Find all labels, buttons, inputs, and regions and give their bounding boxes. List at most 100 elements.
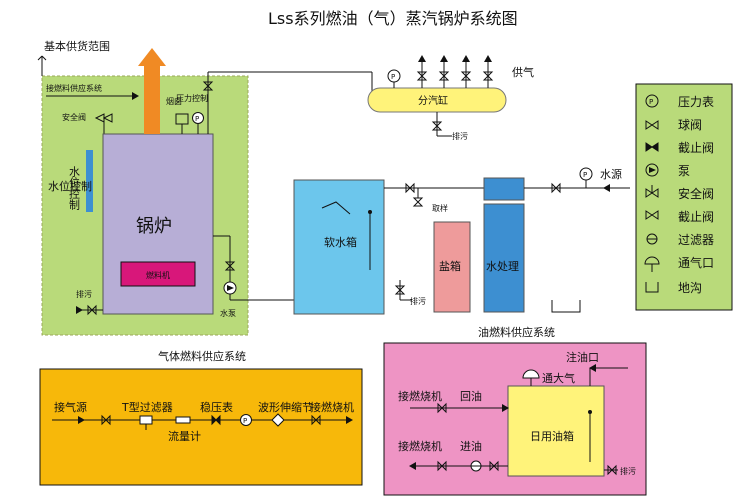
svg-text:P: P bbox=[583, 171, 587, 179]
gas-system-box bbox=[39, 368, 363, 486]
boiler-drain-label: 排污 bbox=[76, 289, 92, 299]
soft-tank-drain-label: 排污 bbox=[410, 296, 426, 306]
svg-text:压力表: 压力表 bbox=[678, 95, 714, 109]
header-drain-label: 排污 bbox=[452, 131, 468, 141]
trench-icon bbox=[645, 282, 659, 293]
svg-text:球阀: 球阀 bbox=[678, 118, 702, 132]
chimney-label: 烟囱 bbox=[166, 96, 182, 106]
oil-vent-icon bbox=[522, 369, 540, 386]
legend-item: P 压力表 bbox=[645, 94, 714, 109]
diagram-title: Lss系列燃油（气）蒸汽锅炉系统图 bbox=[268, 9, 518, 28]
legend-item: 泵 bbox=[645, 163, 690, 178]
pressure-control-label: 压力控制 bbox=[176, 93, 208, 103]
water-level-gauge bbox=[86, 150, 93, 212]
fill-port-label: 注油口 bbox=[566, 350, 599, 364]
water-treatment-unit bbox=[483, 203, 525, 313]
legend: P 压力表 球阀 截止阀 泵 安全阀 截止阀 过滤器 bbox=[635, 83, 733, 311]
source-pressure-gauge-icon: P bbox=[579, 167, 593, 188]
legend-item: 球阀 bbox=[645, 118, 702, 132]
legend-item: 截止阀 bbox=[645, 141, 714, 155]
gas-pressure-gauge-icon: P bbox=[240, 414, 252, 426]
treatment-head bbox=[483, 177, 525, 201]
steam-header-group: 分汽缸 P 供气 排污 bbox=[367, 55, 534, 141]
gas-pressure-label: 稳压表 bbox=[200, 400, 233, 414]
day-tank-label: 日用油箱 bbox=[530, 429, 574, 443]
svg-text:截止阀: 截止阀 bbox=[678, 141, 714, 155]
svg-text:安全阀: 安全阀 bbox=[678, 186, 714, 201]
header-pressure-gauge-icon: P bbox=[387, 69, 401, 88]
legend-item: 安全阀 bbox=[645, 185, 714, 201]
legend-item: 截止阀 bbox=[645, 210, 714, 224]
stop-valve-icon bbox=[645, 142, 659, 152]
svg-text:P: P bbox=[243, 417, 247, 425]
steam-outlet-valves bbox=[416, 55, 494, 88]
safety-valve-label: 安全阀 bbox=[62, 112, 86, 122]
svg-text:通气口: 通气口 bbox=[678, 255, 714, 270]
treatment-trench-icon bbox=[551, 300, 581, 313]
return-oil-label: 回油 bbox=[460, 389, 482, 403]
gas-source-label: 接气源 bbox=[54, 400, 87, 414]
gas-ball-valve-icon bbox=[101, 414, 111, 426]
pressure-gauge-icon bbox=[645, 94, 659, 108]
gas-to-burner-label: 接燃烧机 bbox=[310, 400, 354, 414]
legend-item: 地沟 bbox=[645, 281, 702, 295]
salt-tank-label: 盐箱 bbox=[439, 259, 461, 273]
flowmeter-icon bbox=[175, 416, 191, 424]
supply-oil-label: 进油 bbox=[460, 439, 482, 453]
svg-text:截止阀: 截止阀 bbox=[678, 210, 714, 224]
svg-text:过滤器: 过滤器 bbox=[678, 233, 714, 247]
gas-stop-valve-icon bbox=[211, 414, 221, 426]
svg-text:地沟: 地沟 bbox=[678, 281, 702, 295]
safety-valve-icon bbox=[645, 185, 659, 198]
chimney-arrow-icon bbox=[138, 48, 166, 66]
svg-text:P: P bbox=[391, 73, 395, 81]
oil-filter-icon bbox=[470, 460, 482, 472]
burner-body bbox=[120, 261, 196, 287]
sampling-label: 取样 bbox=[432, 203, 448, 213]
water-level-label: 水位控制 bbox=[68, 166, 81, 210]
safety-valve-icon bbox=[94, 113, 113, 134]
oil-system-label: 油燃料供应系统 bbox=[478, 325, 555, 339]
oil-drain-label: 排污 bbox=[620, 466, 636, 476]
legend-item: 过滤器 bbox=[646, 233, 714, 247]
boiler-label: 锅炉 bbox=[136, 216, 172, 237]
water-treatment-label: 水处理 bbox=[486, 260, 519, 273]
chimney bbox=[144, 66, 160, 134]
soft-water-tank-label: 软水箱 bbox=[324, 235, 357, 249]
day-oil-tank bbox=[507, 385, 605, 477]
vent-icon bbox=[644, 256, 660, 272]
pressure-gauge-icon: P bbox=[192, 112, 204, 124]
pump-icon bbox=[645, 163, 659, 177]
basic-supply-scope: 基本供货范围 接燃料供应系统 安全阀 水位控制 水位控制 锅炉 燃料机 烟囱 压… bbox=[37, 39, 373, 336]
float-valve-icon bbox=[321, 201, 351, 215]
svg-text:水位控制: 水位控制 bbox=[48, 179, 92, 193]
burner-label: 燃料机 bbox=[146, 270, 170, 280]
stop-valve-icon bbox=[645, 210, 659, 220]
flowmeter-label: 流量计 bbox=[168, 429, 201, 443]
steam-header-label: 分汽缸 bbox=[418, 94, 448, 107]
svg-text:P: P bbox=[195, 115, 199, 123]
burner-return-label: 接燃烧机 bbox=[398, 389, 442, 403]
water-source-label: 水源 bbox=[600, 167, 622, 181]
svg-text:P: P bbox=[649, 98, 653, 106]
pump-label: 水泵 bbox=[220, 308, 236, 318]
gas-filter-label: T型过滤器 bbox=[121, 400, 173, 414]
steam-stop-valve-icon bbox=[202, 81, 214, 91]
burner-supply-label: 接燃烧机 bbox=[398, 439, 442, 453]
feed-pump-icon bbox=[223, 281, 237, 295]
legend-item: 通气口 bbox=[644, 255, 714, 272]
gas-system-label: 气体燃料供应系统 bbox=[158, 349, 246, 363]
ball-valve-icon bbox=[645, 120, 659, 130]
fuel-supply-label: 接燃料供应系统 bbox=[46, 83, 102, 93]
salt-tank bbox=[433, 221, 471, 313]
svg-text:泵: 泵 bbox=[678, 164, 690, 178]
steam-supply-label: 供气 bbox=[512, 65, 534, 79]
legend-box bbox=[635, 83, 733, 311]
vent-label: 通大气 bbox=[542, 371, 575, 385]
basic-scope-label: 基本供货范围 bbox=[44, 39, 110, 53]
t-filter-icon bbox=[139, 415, 153, 430]
oil-supply-system: 油燃料供应系统 日用油箱 注油口 通大气 接燃烧机 回油 接燃烧机 进油 排污 bbox=[383, 325, 647, 496]
gas-supply-system: 气体燃料供应系统 接气源 T型过滤器 流量计 稳压表 P 波形伸缩节 接燃烧机 bbox=[39, 349, 363, 486]
water-treatment-group: 软水箱 取样 盐箱 水处理 P 水源 排污 bbox=[293, 167, 630, 315]
